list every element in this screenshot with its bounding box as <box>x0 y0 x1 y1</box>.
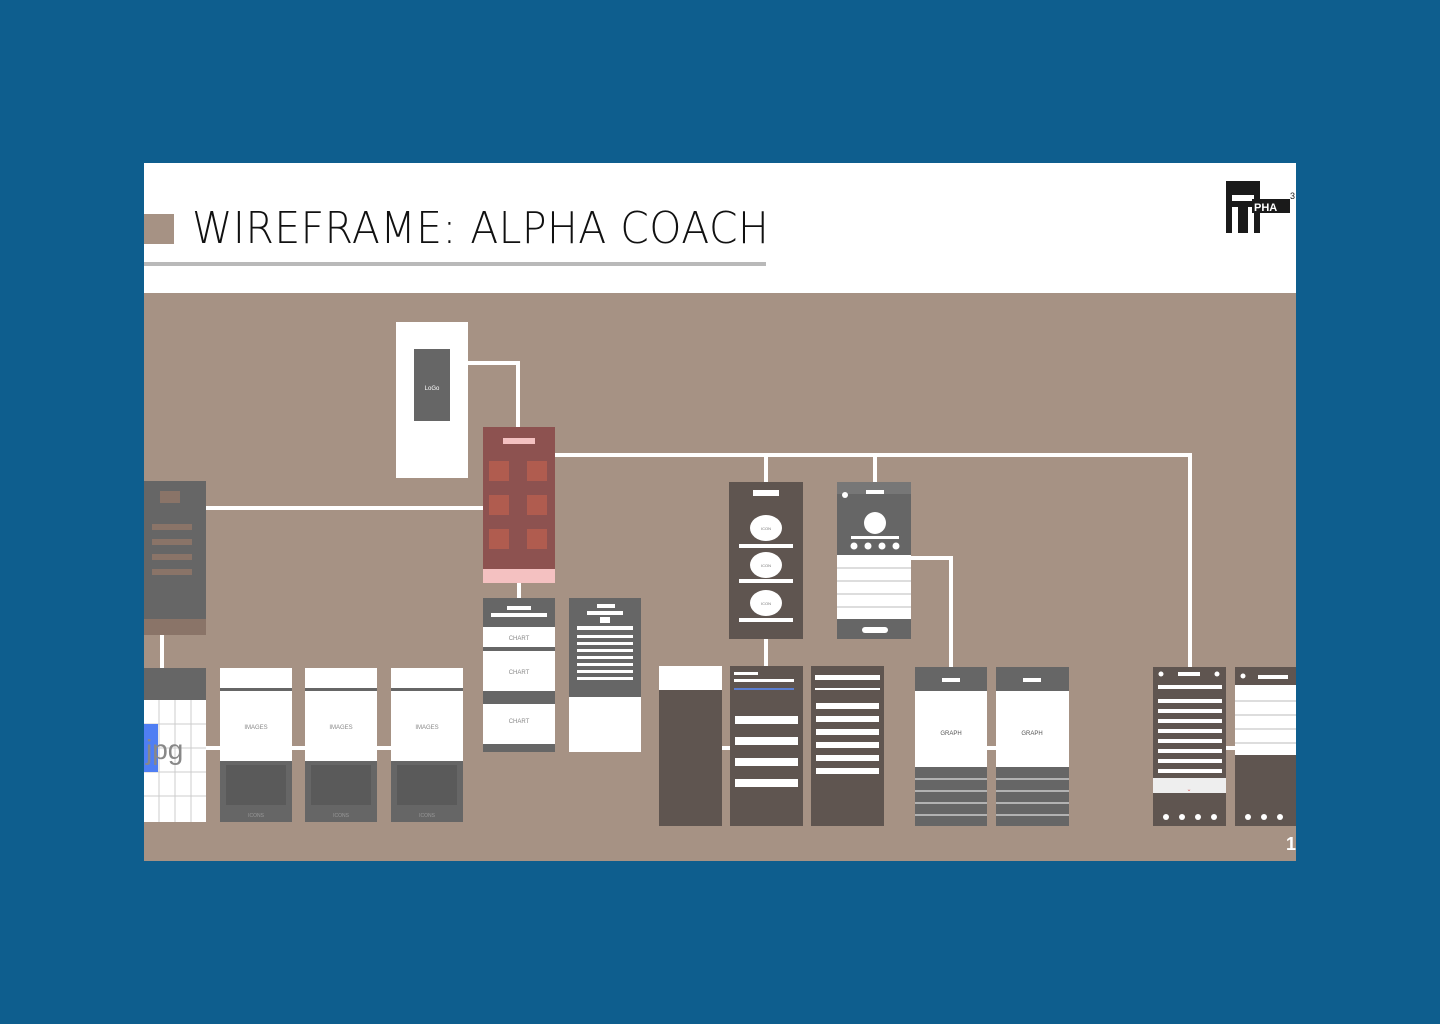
title-underline <box>144 262 766 266</box>
gallery-screen-2: IMAGES ICONS <box>305 668 377 822</box>
table-rows <box>577 635 633 680</box>
splash-logo-box <box>414 349 450 421</box>
logo-text-plate <box>1252 199 1290 213</box>
alpha-brand-logo: PHA 3 <box>1226 181 1295 233</box>
side-menu-item <box>152 569 192 575</box>
side-menu-item <box>152 554 192 560</box>
side-menu-item <box>152 524 192 530</box>
side-menu-header <box>160 491 180 503</box>
icon-label: ICON <box>761 601 771 606</box>
side-menu-item <box>152 539 192 545</box>
chart-screen: CHART CHART CHART <box>483 598 555 752</box>
graph-label: GRAPH <box>940 731 961 737</box>
icons-label: ICONS <box>333 813 350 819</box>
menu-tile <box>489 461 509 481</box>
form-screen: ⌄ <box>1153 667 1226 826</box>
blank-screen <box>659 666 722 826</box>
menu-tile <box>527 529 547 549</box>
chart-label: CHART <box>509 636 530 642</box>
slide-header: WIREFRAME: ALPHA COACH PHA 3 <box>144 163 1296 293</box>
slide-title: WIREFRAME: ALPHA COACH <box>192 203 770 254</box>
chart-block <box>483 651 555 691</box>
settings-screen-partial <box>1235 667 1296 826</box>
main-menu-screen <box>483 427 555 583</box>
graph-block <box>996 691 1069 767</box>
photo-grid-lines <box>144 700 206 822</box>
graph-screen-1: GRAPH <box>915 667 987 826</box>
menu-tile <box>527 495 547 515</box>
images-block <box>220 691 292 761</box>
list-screen-1 <box>730 666 803 826</box>
gallery-screen-1: IMAGES ICONS <box>220 668 292 822</box>
images-block <box>305 691 377 761</box>
form-lines <box>1158 685 1222 773</box>
images-label: IMAGES <box>415 725 438 731</box>
connector-splash-menu <box>468 361 520 427</box>
logo-cutout-bar <box>1232 195 1254 201</box>
side-menu-footer <box>144 619 206 635</box>
list-screen-2 <box>811 666 884 826</box>
side-menu-screen <box>144 481 206 635</box>
images-label: IMAGES <box>329 725 352 731</box>
menu-footer-bar <box>483 569 555 583</box>
graph-label: GRAPH <box>1021 731 1042 737</box>
title-accent-square <box>144 214 174 244</box>
form-dropdown <box>1153 778 1226 793</box>
splash-logo-label: LoGo <box>425 386 440 392</box>
connectors <box>160 361 1235 750</box>
chevron-down-icon: ⌄ <box>1186 787 1191 793</box>
graph-block <box>915 691 987 767</box>
table-screen <box>569 598 641 752</box>
graph-screen-2: GRAPH <box>996 667 1069 826</box>
icon-circle <box>750 552 782 578</box>
chart-label: CHART <box>509 670 530 676</box>
icon-label: ICON <box>761 563 771 568</box>
icons-label: ICONS <box>419 813 436 819</box>
chart-block <box>483 704 555 744</box>
logo-text: PHA <box>1254 202 1277 214</box>
images-block <box>391 691 463 761</box>
photo-selection <box>144 724 158 772</box>
slide-page-number: 1 <box>1285 834 1296 854</box>
logo-cutout-left <box>1232 207 1238 233</box>
gallery-screen-3: IMAGES ICONS <box>391 668 463 822</box>
wireframe-canvas: LoGo <box>144 293 1296 861</box>
images-label: IMAGES <box>244 725 267 731</box>
photo-grid-screen: jpg <box>144 668 206 822</box>
icon-list-screen: ICON ICON ICON <box>729 482 803 639</box>
logo-superscript: 3 <box>1290 191 1295 201</box>
wireframe-diagram: LoGo <box>144 322 1296 826</box>
chart-label: CHART <box>509 719 530 725</box>
icon-label: ICON <box>761 526 771 531</box>
menu-tile <box>527 461 547 481</box>
splash-screen: LoGo <box>396 322 468 478</box>
menu-tile <box>489 495 509 515</box>
menu-header-bar <box>503 438 535 444</box>
icon-circle <box>750 590 782 616</box>
slide: WIREFRAME: ALPHA COACH PHA 3 <box>144 163 1296 861</box>
connector-profile-graph <box>910 556 953 668</box>
icon-circle <box>750 515 782 541</box>
icons-label: ICONS <box>248 813 265 819</box>
menu-tile <box>489 529 509 549</box>
jpg-label: jpg <box>145 734 183 765</box>
profile-screen <box>837 482 911 639</box>
chart-block <box>483 627 555 647</box>
profile-avatar <box>864 512 886 534</box>
logo-cutout-right <box>1248 207 1254 233</box>
